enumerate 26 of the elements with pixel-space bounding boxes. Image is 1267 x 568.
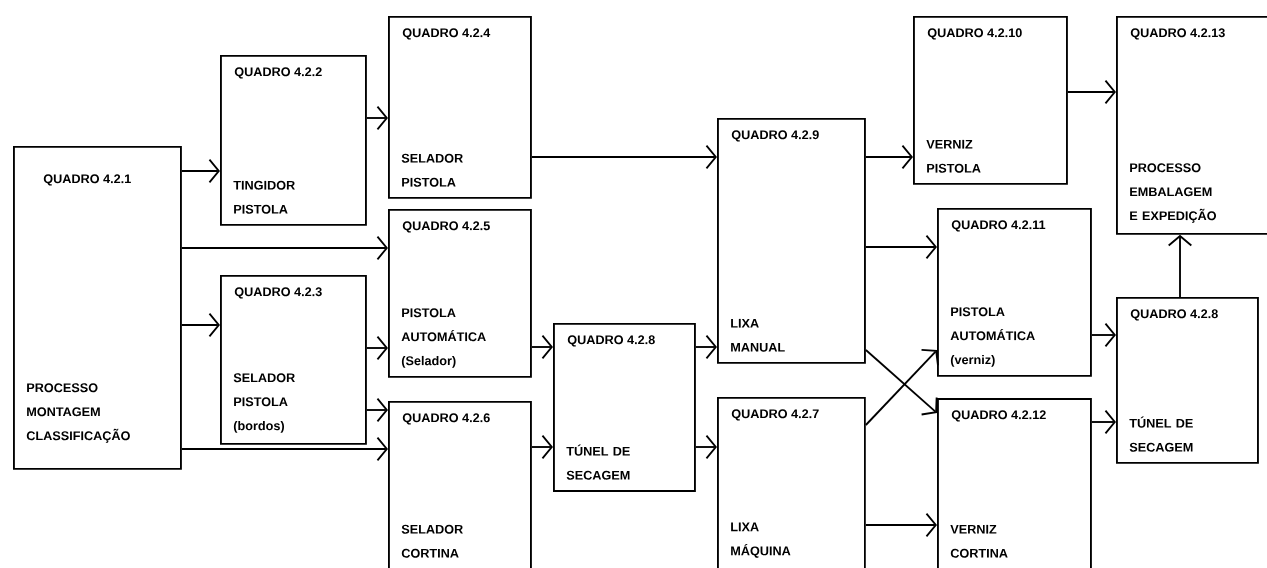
process-box: QUADRO 4.2.11 PISTOLA AUTOMÁTICA (verniz) [937, 208, 1092, 377]
process-box: QUADRO 4.2.2 TINGIDOR PISTOLA [220, 55, 367, 226]
process-box: QUADRO 4.2.8 TÚNEL DE SECAGEM [553, 323, 696, 492]
process-box: QUADRO 4.2.4 SELADOR PISTOLA [388, 16, 532, 199]
arrow [180, 235, 388, 261]
arrow [180, 312, 220, 338]
arrow [1167, 234, 1193, 298]
arrow [180, 436, 388, 462]
arrow [864, 234, 937, 260]
arrow [864, 144, 913, 170]
arrow [864, 349, 938, 416]
arrow [180, 158, 220, 184]
process-box: QUADRO 4.2.13 PROCESSO EMBALAGEM E EXPEDIÇÃO [1116, 16, 1267, 235]
process-box: QUADRO 4.2.9 LIXA MANUAL [717, 118, 866, 364]
process-box: QUADRO 4.2.6 SELADOR CORTINA [388, 401, 532, 568]
arrow [530, 144, 717, 170]
process-box: QUADRO 4.2.1 PROCESSO MONTAGEM CLASSIFICAÇÃO [13, 146, 182, 470]
arrow [864, 348, 939, 426]
arrow [864, 512, 937, 538]
process-box: QUADRO 4.2.3 SELADOR PISTOLA (bordos) [220, 275, 367, 445]
process-box: QUADRO 4.2.10 VERNIZ PISTOLA [913, 16, 1068, 185]
process-box: QUADRO 4.2.7 LIXA MÁQUINA [717, 397, 866, 568]
process-box: QUADRO 4.2.12 VERNIZ CORTINA [937, 398, 1092, 568]
process-box: QUADRO 4.2.8 TÚNEL DE SECAGEM [1116, 297, 1259, 464]
arrow [1066, 79, 1116, 105]
process-box: QUADRO 4.2.5 PISTOLA AUTOMÁTICA (Selador) [388, 209, 532, 378]
